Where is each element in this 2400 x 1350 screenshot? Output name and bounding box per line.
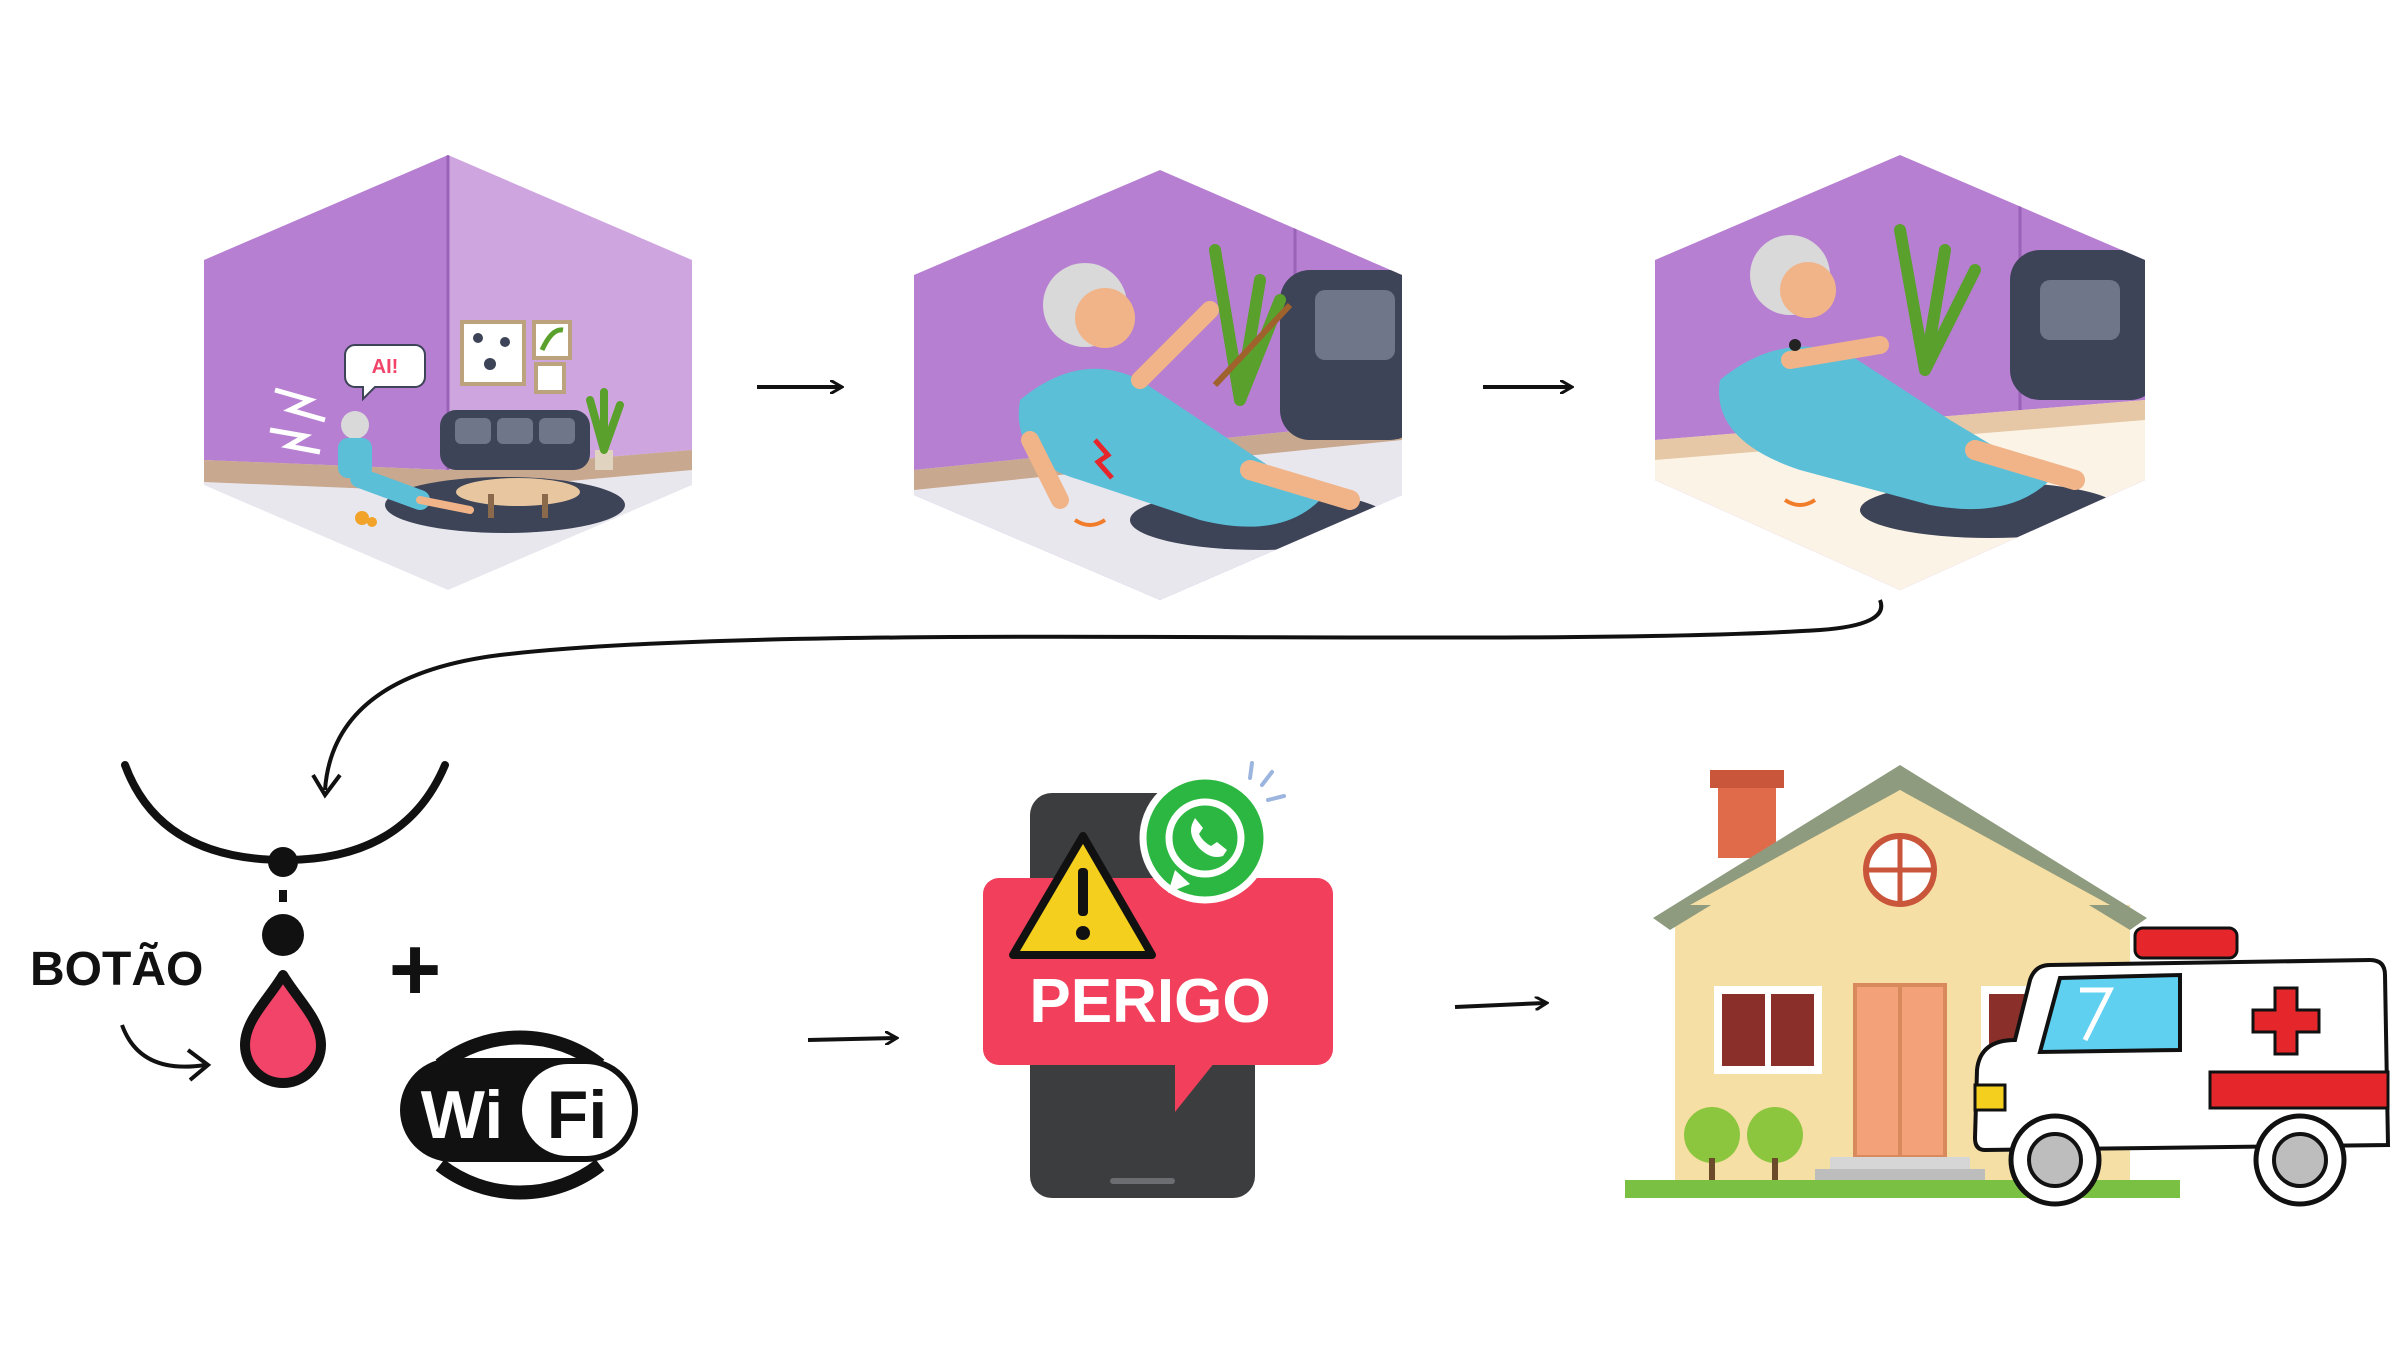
ambulance-windshield — [2037, 972, 2182, 1055]
plus-sign: + — [389, 920, 442, 1020]
scene-fall-closeup — [914, 170, 1402, 600]
necklace-chain — [121, 761, 449, 865]
pendant-button-icon — [121, 761, 449, 1088]
curved-connector-arrowhead — [311, 773, 342, 799]
scene-fall-room-overview: AI! — [204, 155, 692, 590]
necklace-bead-top — [268, 847, 298, 877]
ambulance-icon — [1972, 926, 2391, 1207]
warning-icon — [1009, 832, 1156, 959]
flow-arrow-3 — [807, 1038, 895, 1040]
chimney — [1718, 778, 1776, 858]
speech-bubble-text: AI! — [372, 356, 399, 378]
button-pointer-arrowhead — [186, 1048, 212, 1082]
shrub-right — [1747, 1107, 1803, 1163]
necklace-bead — [262, 914, 304, 956]
curved-connector-arrow — [323, 599, 1884, 791]
front-steps — [1830, 1157, 1970, 1169]
speech-bubble — [344, 344, 426, 402]
button-pointer-arrow — [120, 1024, 206, 1069]
siren-light — [2133, 926, 2239, 960]
shrub-left — [1684, 1107, 1740, 1163]
wifi-wi-text: Wi — [421, 1077, 503, 1153]
flow-arrow-4 — [1454, 1003, 1545, 1007]
whatsapp-phone-icon — [1139, 761, 1286, 904]
scene-press-pendant — [1655, 155, 2145, 590]
necklace-link — [279, 890, 287, 902]
wifi-logo-icon: Wi Fi — [400, 1030, 638, 1200]
button-label: BOTÃO — [30, 941, 203, 996]
grass-strip — [1625, 1180, 2180, 1198]
alert-banner-tail — [1175, 1062, 1215, 1112]
alert-text: PERIGO — [1029, 967, 1270, 1036]
phone-alert: PERIGO — [983, 761, 1333, 1198]
phone-home-bar — [1110, 1178, 1175, 1184]
red-cross-icon — [2251, 986, 2321, 1056]
headlight — [1973, 1083, 2007, 1112]
wifi-fi-text: Fi — [547, 1077, 607, 1153]
panic-button-drop — [240, 970, 326, 1088]
ambulance-stripe — [2208, 1070, 2390, 1110]
